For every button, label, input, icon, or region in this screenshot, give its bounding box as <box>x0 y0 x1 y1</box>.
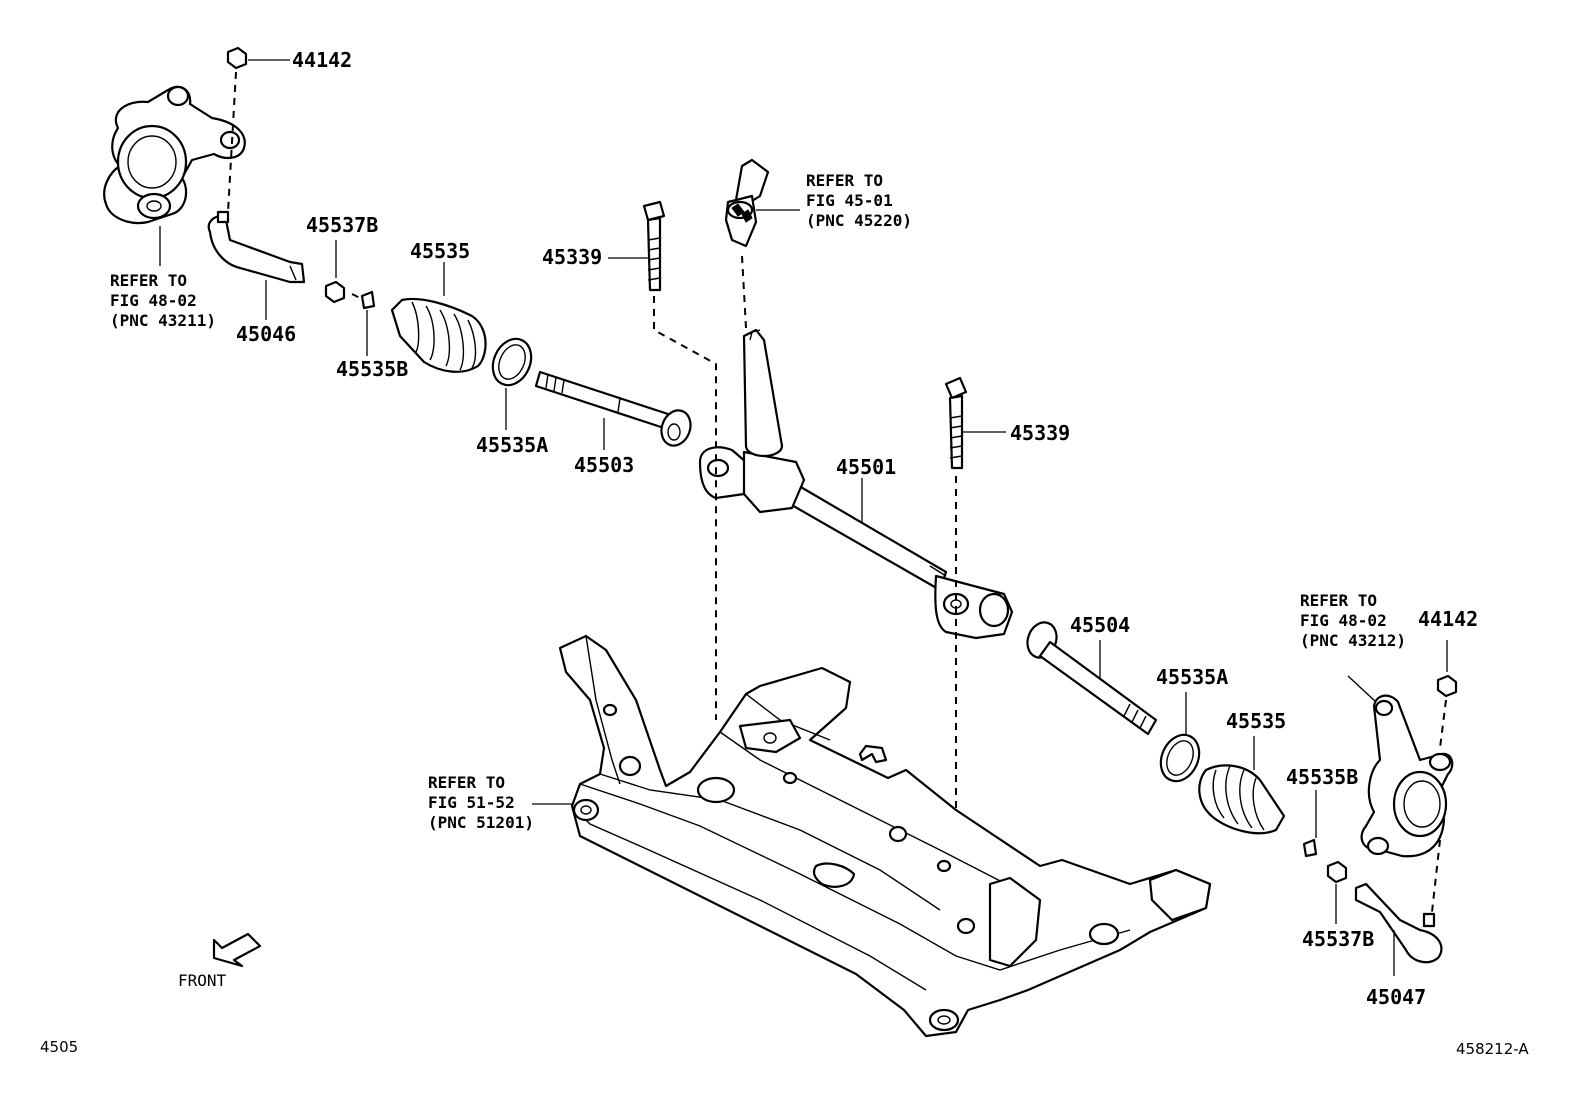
label-45535a-right: 45535A <box>1156 665 1228 689</box>
label-45046: 45046 <box>236 322 296 346</box>
ref-shaft: REFER TO FIG 45-01 (PNC 45220) <box>806 171 912 230</box>
band-right <box>1159 733 1201 783</box>
clip-left <box>360 290 376 310</box>
ref-line: REFER TO <box>428 773 505 792</box>
ref-line: (PNC 51201) <box>428 813 534 832</box>
label-45339-right: 45339 <box>1010 421 1070 445</box>
ref-line: REFER TO <box>806 171 883 190</box>
steering-knuckle-right <box>1360 694 1454 858</box>
ref-line: (PNC 45220) <box>806 211 912 230</box>
front-label: FRONT <box>178 971 227 990</box>
figure-code: 458212-A <box>1456 1040 1529 1058</box>
label-44142-right: 44142 <box>1418 607 1478 631</box>
ref-line: (PNC 43211) <box>110 311 216 330</box>
label-45339-left: 45339 <box>542 245 602 269</box>
lock-nut-right <box>1326 860 1348 884</box>
label-45535-left: 45535 <box>410 239 470 263</box>
clip-right <box>1302 838 1318 858</box>
ref-line: FIG 51-52 <box>428 793 515 812</box>
boot-left <box>390 297 487 373</box>
lock-nut-left <box>324 280 346 304</box>
page-code: 4505 <box>40 1038 78 1056</box>
front-arrow-icon <box>212 932 262 968</box>
rack-end-left <box>534 370 692 447</box>
bolt-45339-left <box>642 200 666 292</box>
tie-rod-end-left <box>207 210 306 284</box>
ref-crossmember: REFER TO FIG 51-52 (PNC 51201) <box>428 773 534 832</box>
ref-line: REFER TO <box>1300 591 1377 610</box>
label-44142-left: 44142 <box>292 48 352 72</box>
ref-line: (PNC 43212) <box>1300 631 1406 650</box>
ref-line: REFER TO <box>110 271 187 290</box>
front-crossmember <box>558 634 1212 1038</box>
label-45535b-left: 45535B <box>336 357 408 381</box>
tie-rod-end-right <box>1354 882 1443 964</box>
label-45504: 45504 <box>1070 613 1130 637</box>
ref-knuckle-right: REFER TO FIG 48-02 (PNC 43212) <box>1300 591 1406 650</box>
ref-line: FIG 45-01 <box>806 191 893 210</box>
ref-line: FIG 48-02 <box>1300 611 1387 630</box>
label-45501: 45501 <box>836 455 896 479</box>
band-left <box>491 337 533 387</box>
label-45535b-right: 45535B <box>1286 765 1358 789</box>
label-45535-right: 45535 <box>1226 709 1286 733</box>
label-45537b-left: 45537B <box>306 213 378 237</box>
rack-end-right <box>1026 621 1158 736</box>
nut-44142-left <box>226 46 248 70</box>
label-45535a-left: 45535A <box>476 433 548 457</box>
steering-knuckle-left <box>103 85 246 225</box>
ref-line: FIG 48-02 <box>110 291 197 310</box>
label-45503: 45503 <box>574 453 634 477</box>
ref-knuckle-left: REFER TO FIG 48-02 (PNC 43211) <box>110 271 216 330</box>
nut-44142-right <box>1436 674 1458 698</box>
label-45047: 45047 <box>1366 985 1426 1009</box>
bolt-45339-right <box>944 376 968 470</box>
label-45537b-right: 45537B <box>1302 927 1374 951</box>
steering-gear-assembly <box>698 328 1014 640</box>
intermediate-shaft <box>724 158 770 248</box>
boot-right <box>1198 764 1286 835</box>
